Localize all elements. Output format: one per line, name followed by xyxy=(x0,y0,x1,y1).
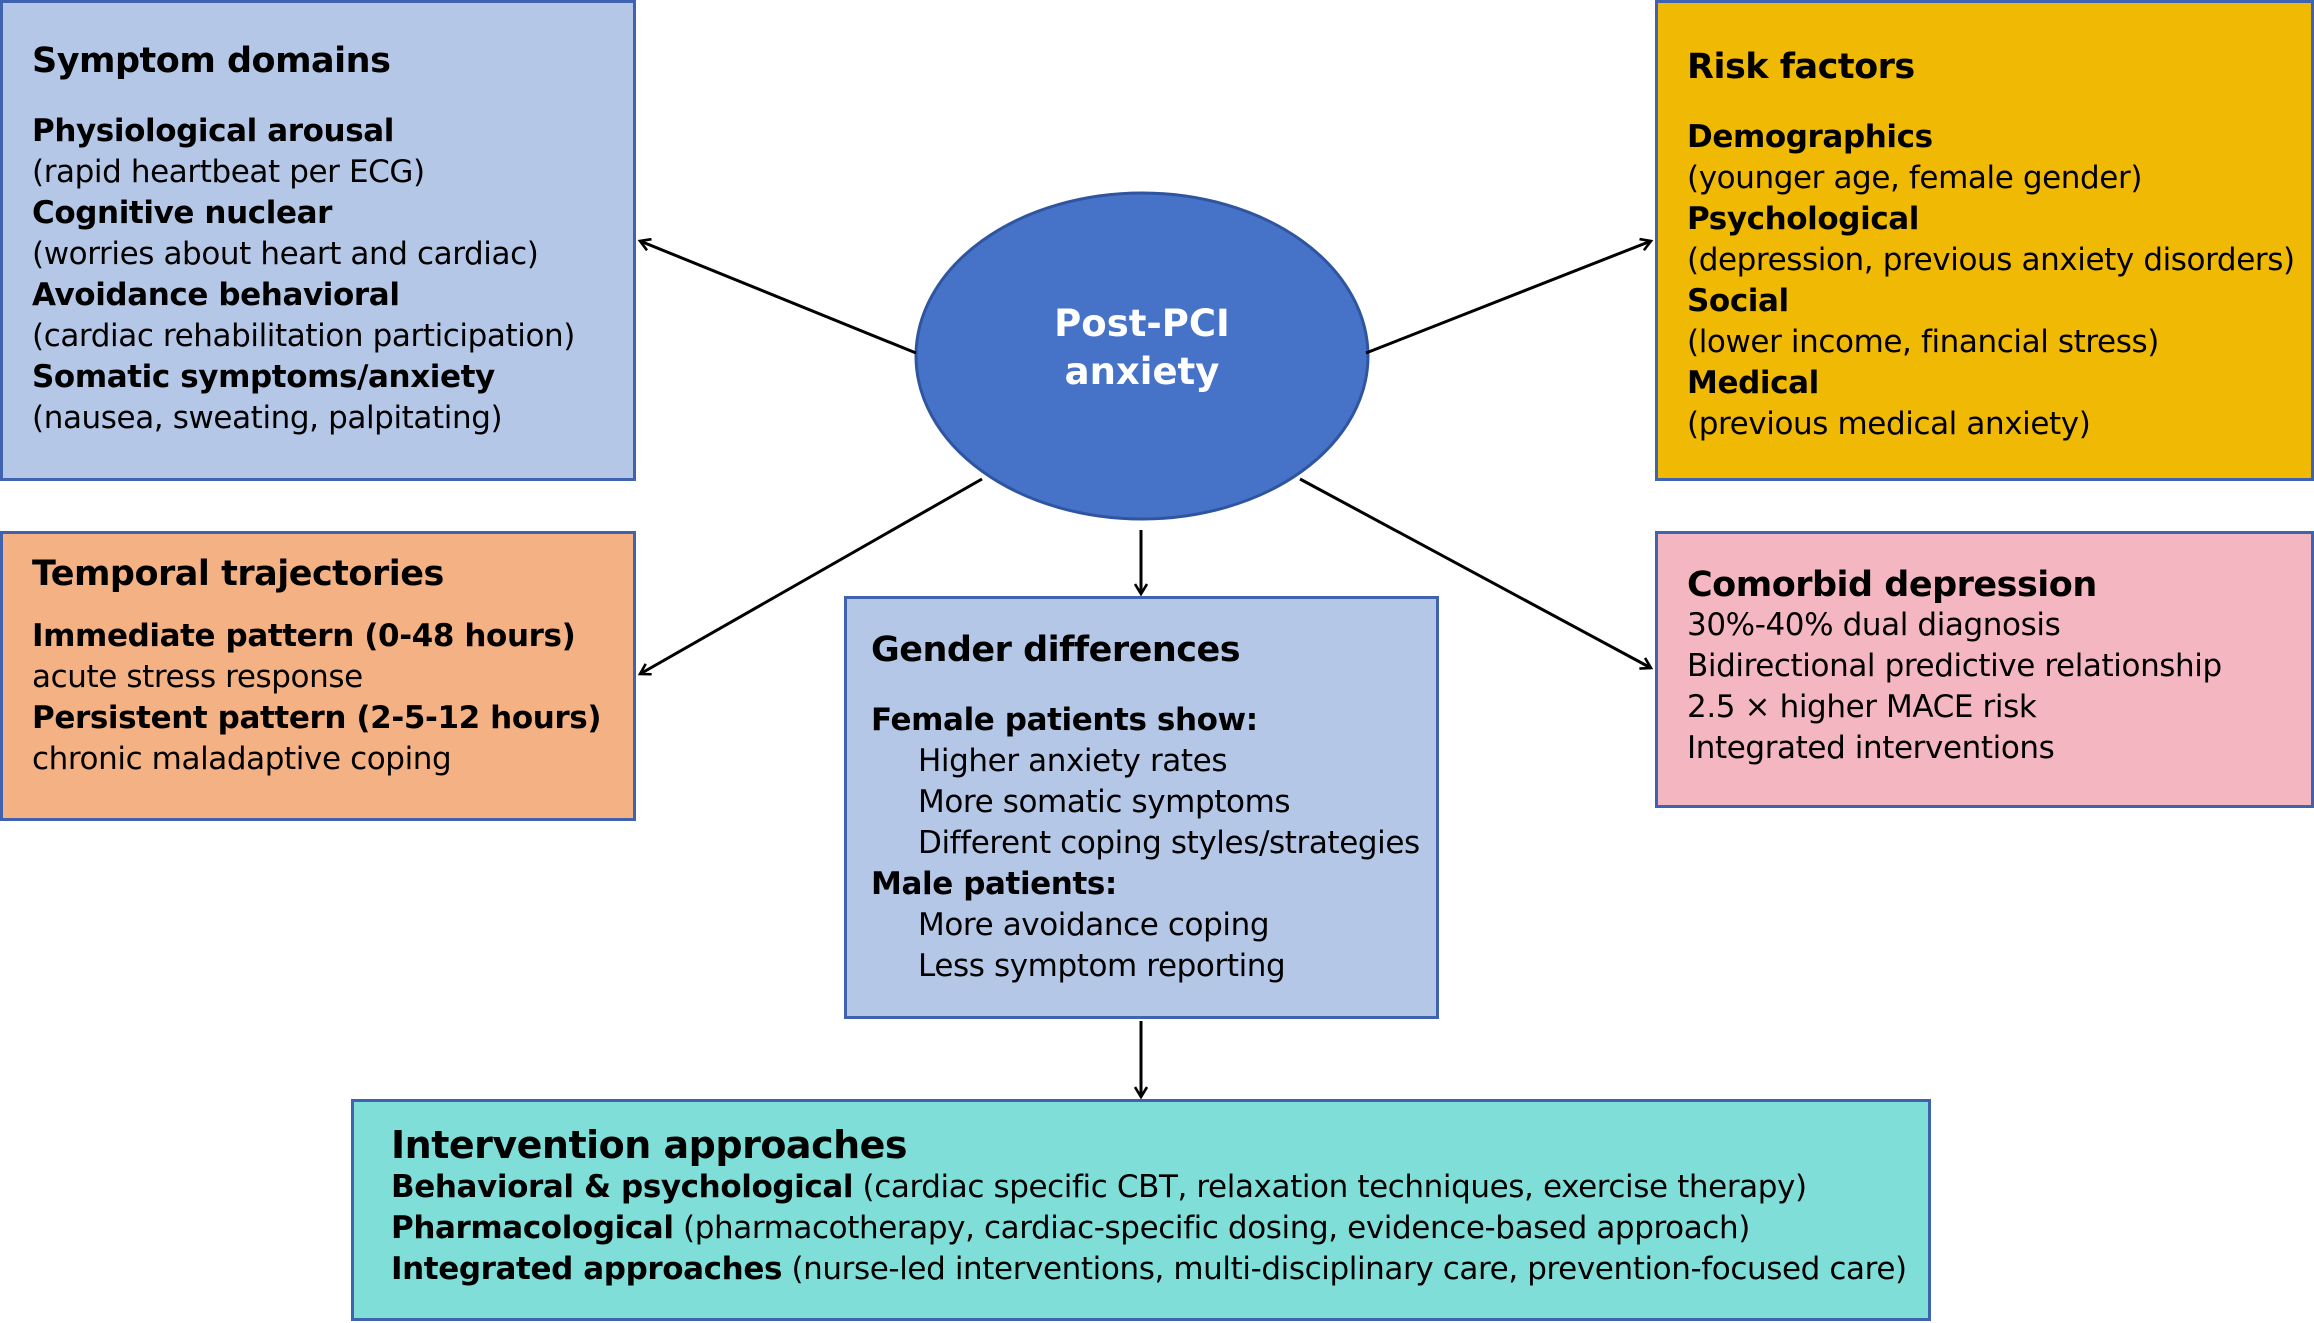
symptom-domains-box: Symptom domains Physiological arousal (r… xyxy=(0,0,636,481)
male-item: More avoidance coping xyxy=(918,907,1270,943)
temporal-trajectories-box: Temporal trajectories Immediate pattern … xyxy=(0,531,636,821)
risk-item-detail: (depression, previous anxiety disorders) xyxy=(1687,242,2295,278)
symptom-item-detail: (rapid heartbeat per ECG) xyxy=(32,154,425,190)
hub-label-line2: anxiety xyxy=(1064,350,1220,393)
risk-item-detail: (previous medical anxiety) xyxy=(1687,406,2091,442)
female-item: Different coping styles/strategies xyxy=(918,825,1420,861)
temporal-item-label: Immediate pattern (0-48 hours) xyxy=(32,618,576,654)
symptom-domains-title: Symptom domains xyxy=(32,41,391,81)
temporal-item-detail: chronic maladaptive coping xyxy=(32,741,452,777)
intervention-item-detail: (nurse-led interventions, multi-discipli… xyxy=(782,1251,1907,1287)
intervention-item-detail: (cardiac specific CBT, relaxation techni… xyxy=(853,1169,1808,1205)
intervention-item: Behavioral & psychological (cardiac spec… xyxy=(391,1167,1928,1208)
hub-ellipse xyxy=(914,191,1370,521)
symptom-item-detail: (cardiac rehabilitation participation) xyxy=(32,318,575,354)
arrow-to-comorbid-depression xyxy=(1299,477,1651,668)
temporal-trajectories-title: Temporal trajectories xyxy=(32,554,444,594)
intervention-approaches-title: Intervention approaches xyxy=(391,1123,908,1167)
intervention-item-label: Behavioral & psychological xyxy=(391,1169,854,1205)
gender-differences-box: Gender differences Female patients show:… xyxy=(844,596,1439,1019)
arrow-to-risk-factors xyxy=(1365,241,1651,355)
intervention-item-label: Pharmacological xyxy=(391,1210,674,1246)
female-item: More somatic symptoms xyxy=(918,784,1291,820)
intervention-approaches-box: Intervention approaches Behavioral & psy… xyxy=(351,1099,1931,1321)
male-item: Less symptom reporting xyxy=(918,948,1286,984)
symptom-item-label: Somatic symptoms/anxiety xyxy=(32,359,495,395)
temporal-item-detail: acute stress response xyxy=(32,659,363,695)
risk-item-detail: (younger age, female gender) xyxy=(1687,160,2143,196)
hub-label: Post-PCI anxiety xyxy=(915,300,1369,396)
arrow-to-symptom-domains xyxy=(640,241,917,355)
intervention-item-label: Integrated approaches xyxy=(391,1251,782,1287)
risk-item-detail: (lower income, financial stress) xyxy=(1687,324,2159,360)
risk-item-label: Psychological xyxy=(1687,201,1920,237)
female-heading: Female patients show: xyxy=(871,702,1258,738)
intervention-item-detail: (pharmacotherapy, cardiac-specific dosin… xyxy=(673,1210,1750,1246)
temporal-item-label: Persistent pattern (2-5-12 hours) xyxy=(32,700,602,736)
risk-factors-box: Risk factors Demographics (younger age, … xyxy=(1655,0,2314,481)
symptom-item-detail: (worries about heart and cardiac) xyxy=(32,236,539,272)
comorbid-depression-box: Comorbid depression 30%-40% dual diagnos… xyxy=(1655,531,2314,808)
risk-item-label: Medical xyxy=(1687,365,1819,401)
symptom-item-label: Avoidance behavioral xyxy=(32,277,400,313)
intervention-item: Pharmacological (pharmacotherapy, cardia… xyxy=(391,1208,1928,1249)
symptom-item-label: Physiological arousal xyxy=(32,113,394,149)
female-item: Higher anxiety rates xyxy=(918,743,1228,779)
comorbid-depression-title: Comorbid depression xyxy=(1687,565,2097,605)
intervention-item: Integrated approaches (nurse-led interve… xyxy=(391,1249,1928,1290)
comorbid-item: Integrated interventions xyxy=(1687,730,2055,766)
risk-factors-title: Risk factors xyxy=(1687,47,1915,87)
comorbid-item: 2.5 × higher MACE risk xyxy=(1687,689,2037,725)
risk-item-label: Social xyxy=(1687,283,1789,319)
risk-item-label: Demographics xyxy=(1687,119,1933,155)
symptom-item-detail: (nausea, sweating, palpitating) xyxy=(32,400,503,436)
gender-differences-title: Gender differences xyxy=(871,630,1241,670)
male-heading: Male patients: xyxy=(871,866,1117,902)
symptom-item-label: Cognitive nuclear xyxy=(32,195,332,231)
arrow-to-temporal-trajectories xyxy=(640,477,983,674)
comorbid-item: 30%-40% dual diagnosis xyxy=(1687,607,2061,643)
comorbid-item: Bidirectional predictive relationship xyxy=(1687,648,2222,684)
hub-label-line1: Post-PCI xyxy=(1054,302,1230,345)
